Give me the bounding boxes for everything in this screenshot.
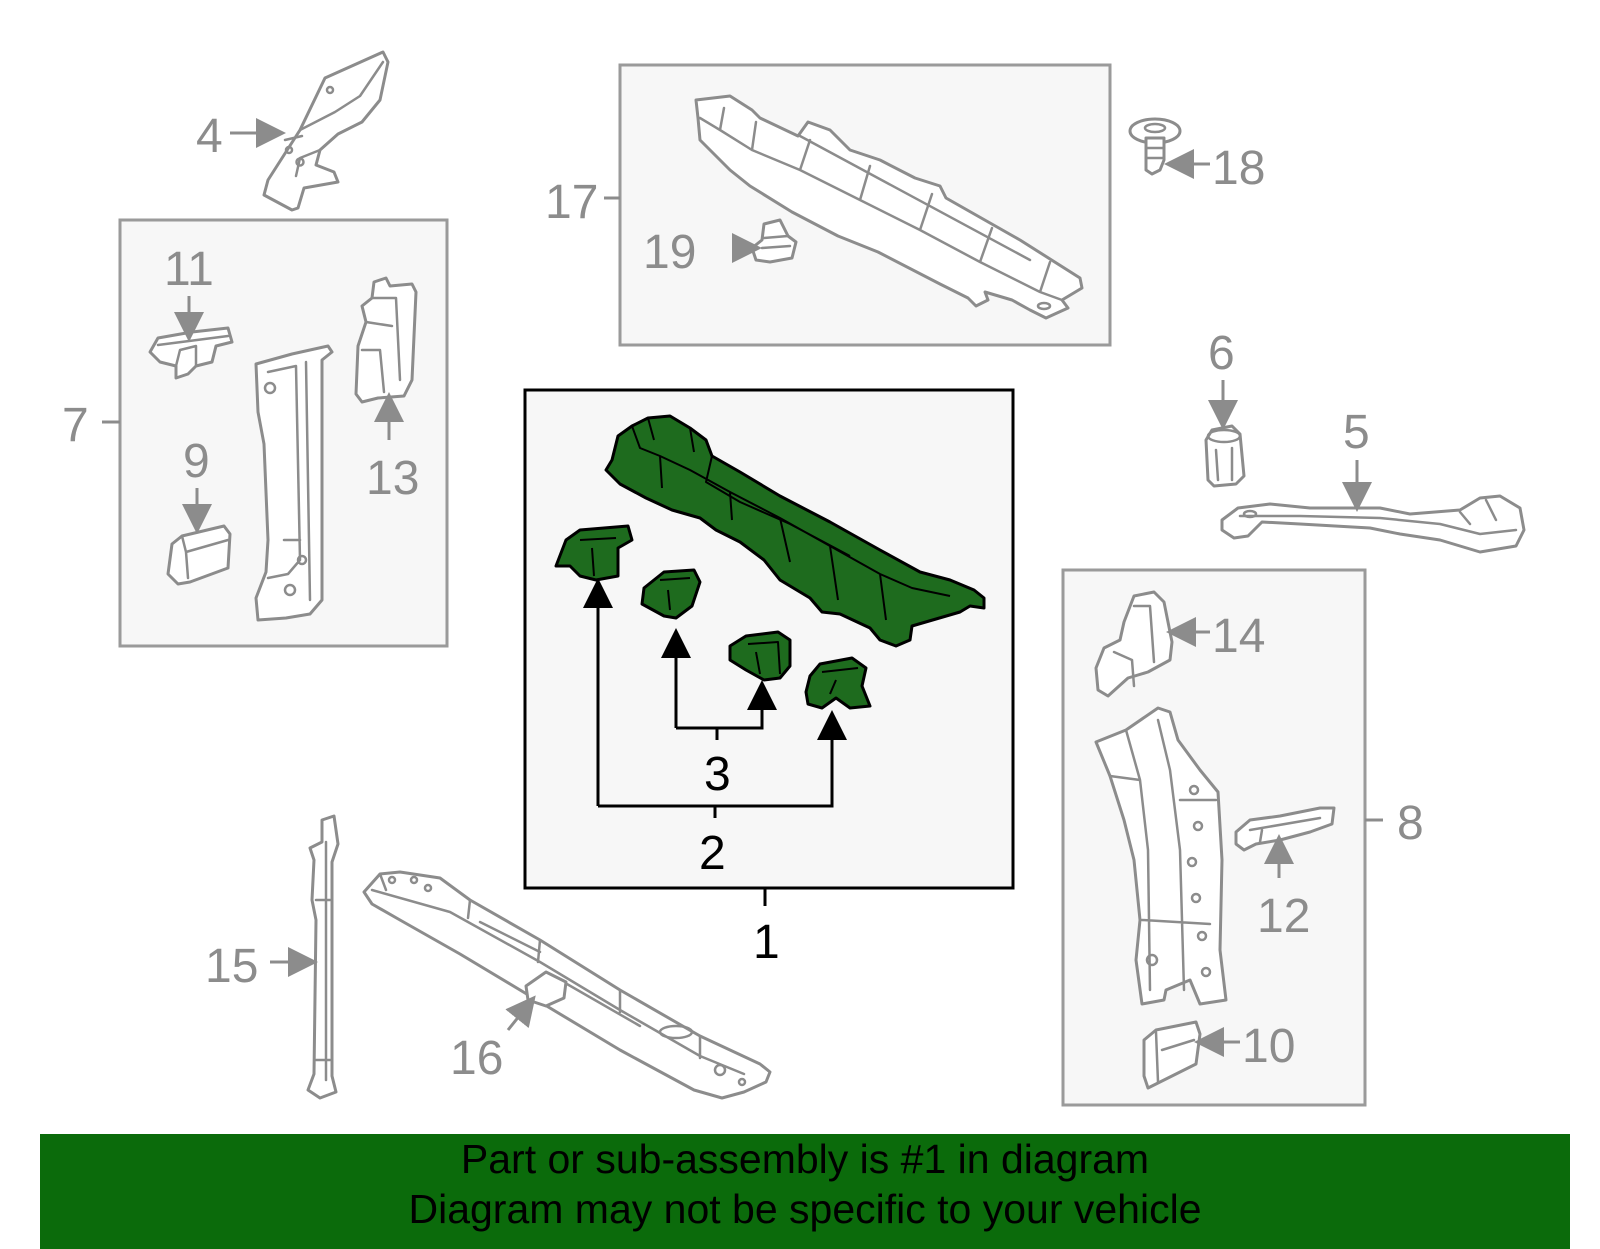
callout-15: 15 — [205, 940, 258, 993]
part-5-tie-bar — [1220, 494, 1526, 554]
part-17-upper-support — [694, 94, 1084, 320]
callout-14: 14 — [1212, 610, 1265, 663]
part-8-pillar — [1094, 706, 1228, 1006]
callout-11: 11 — [164, 243, 214, 296]
part-9-block — [166, 524, 232, 586]
callout-4: 4 — [196, 110, 223, 163]
callout-2: 2 — [699, 827, 726, 880]
part-2-bracket-left — [554, 524, 634, 582]
banner-line-1: Part or sub-assembly is #1 in diagram — [460, 1136, 1150, 1182]
part-18-push-clip — [1128, 117, 1182, 176]
callout-3: 3 — [704, 748, 731, 801]
part-15-vertical-support — [306, 814, 340, 1100]
part-7-pillar — [254, 344, 334, 622]
part-3-bracket-left — [640, 568, 702, 620]
callout-18: 18 — [1212, 142, 1265, 195]
callout-16: 16 — [450, 1032, 503, 1085]
part-14-bracket — [1094, 590, 1174, 698]
part-1-upper-support-assembly — [554, 414, 986, 710]
callout-5: 5 — [1343, 406, 1370, 459]
part-6-bumper — [1204, 424, 1246, 488]
part-10-plate — [1142, 1020, 1202, 1090]
callout-7: 7 — [62, 399, 89, 452]
part-12-brace — [1234, 806, 1336, 852]
part-2-bracket-right — [804, 656, 872, 710]
callout-17: 17 — [545, 176, 598, 229]
part-16-lower-tie-bar — [362, 870, 772, 1100]
part-4-bracket — [262, 50, 390, 212]
info-banner: Part or sub-assembly is #1 in diagram Di… — [40, 1134, 1570, 1249]
callout-6: 6 — [1208, 327, 1235, 380]
part-3-bracket-right — [728, 630, 792, 682]
callout-13: 13 — [366, 452, 419, 505]
callout-10: 10 — [1242, 1020, 1295, 1073]
callout-12: 12 — [1257, 890, 1310, 943]
callout-9: 9 — [183, 435, 210, 488]
callout-8: 8 — [1397, 797, 1424, 850]
banner-line-2: Diagram may not be specific to your vehi… — [408, 1186, 1202, 1232]
callout-1: 1 — [753, 916, 780, 969]
callout-19: 19 — [643, 226, 696, 279]
